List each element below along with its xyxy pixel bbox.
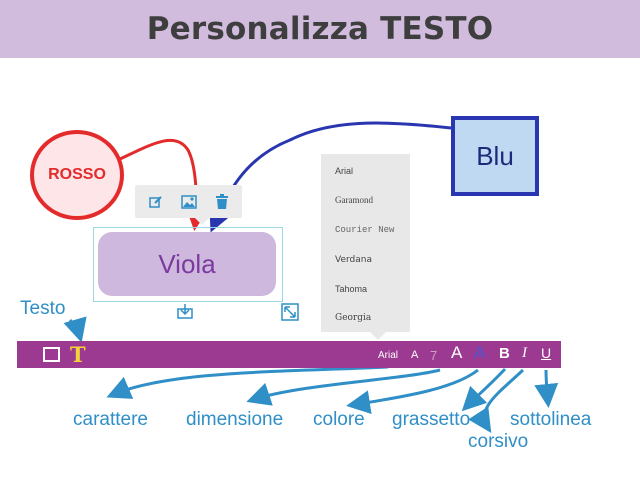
blu-label: Blu bbox=[476, 140, 514, 171]
caption-corsivo: corsivo bbox=[468, 431, 529, 452]
font-option-arial[interactable]: Arial bbox=[335, 166, 354, 176]
italic-button[interactable]: I bbox=[522, 345, 527, 361]
text-toolbar: T Arial A 7 A A B I U bbox=[17, 341, 561, 368]
font-dropdown-menu: Arial Garamond Courier New Verdana Tahom… bbox=[321, 154, 410, 340]
caption-carattere: carattere bbox=[73, 409, 148, 430]
size-value[interactable]: 7 bbox=[430, 348, 438, 363]
text-tool-button[interactable]: T bbox=[70, 342, 86, 367]
caption-colore: colore bbox=[313, 409, 365, 430]
edit-icon[interactable] bbox=[147, 193, 165, 211]
rosso-circle: ROSSO bbox=[30, 130, 124, 220]
caption-grassetto: grassetto bbox=[392, 409, 471, 430]
rosso-label: ROSSO bbox=[48, 166, 106, 183]
header-banner: Personalizza TESTO bbox=[0, 0, 640, 58]
image-icon[interactable] bbox=[180, 193, 198, 211]
caption-testo: Testo bbox=[20, 298, 66, 319]
font-option-verdana[interactable]: Verdana bbox=[335, 255, 372, 265]
text-frame-icon[interactable] bbox=[43, 347, 60, 362]
font-option-georgia[interactable]: Georgia bbox=[335, 313, 372, 323]
font-select[interactable]: Arial bbox=[378, 350, 399, 361]
font-option-courier-new[interactable]: Courier New bbox=[335, 225, 395, 235]
viola-label: Viola bbox=[158, 248, 216, 279]
bold-button[interactable]: B bbox=[499, 345, 510, 362]
font-option-garamond[interactable]: Garamond bbox=[335, 195, 373, 205]
text-box-mini-toolbar bbox=[135, 185, 242, 225]
underline-button[interactable]: U bbox=[541, 345, 552, 361]
page-title: Personalizza TESTO bbox=[146, 11, 494, 47]
font-option-tahoma[interactable]: Tahoma bbox=[335, 284, 368, 294]
selection-frame bbox=[93, 227, 283, 302]
color-button[interactable]: A bbox=[474, 343, 486, 362]
viola-text-box[interactable]: Viola bbox=[98, 232, 276, 296]
blu-box: Blu bbox=[451, 116, 539, 196]
size-decrease-button[interactable]: A bbox=[411, 349, 419, 361]
move-down-icon[interactable] bbox=[177, 303, 193, 319]
caption-sottolinea: sottolinea bbox=[510, 409, 592, 430]
size-increase-button[interactable]: A bbox=[451, 343, 463, 362]
trash-icon[interactable] bbox=[213, 193, 231, 211]
resize-handle-icon[interactable] bbox=[281, 303, 299, 321]
caption-dimensione: dimensione bbox=[186, 409, 284, 430]
